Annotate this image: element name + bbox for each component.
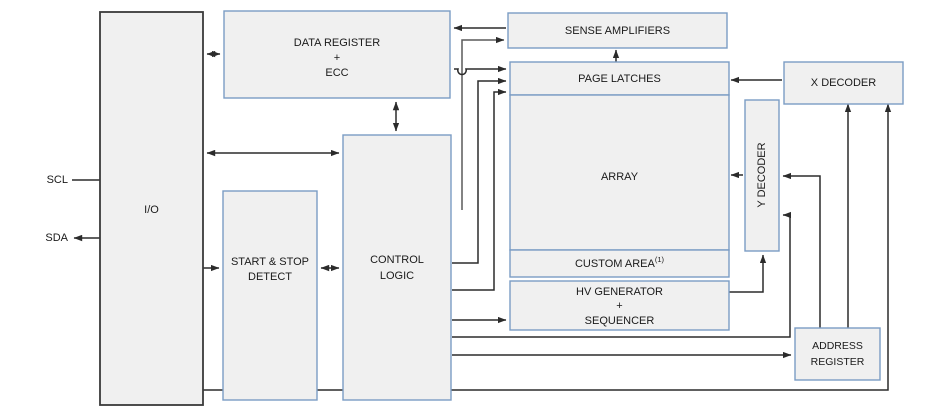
sense-amplifiers-block[interactable]: SENSE AMPLIFIERS bbox=[507, 12, 728, 49]
page-latches-block[interactable]: PAGE LATCHES bbox=[509, 61, 730, 96]
wire-control-logic-to-y-decoder bbox=[452, 211, 792, 338]
wire-control-logic-to-page-latches-b bbox=[452, 88, 507, 291]
scl-pin-label: SCL bbox=[47, 174, 68, 186]
hv-generator-label-sequencer: SEQUENCER bbox=[585, 315, 655, 327]
address-register-block[interactable]: ADDRESS REGISTER bbox=[794, 327, 881, 381]
custom-area-superscript: (1) bbox=[655, 255, 665, 264]
wire-data-register-to-page-latches bbox=[454, 65, 507, 76]
sda-pin-label: SDA bbox=[45, 232, 68, 244]
control-logic-label-line2: LOGIC bbox=[380, 270, 414, 282]
custom-area-label: CUSTOM AREA(1) bbox=[575, 255, 665, 270]
x-decoder-block[interactable]: X DECODER bbox=[783, 61, 904, 105]
wire-hv-generator-to-y-decoder bbox=[729, 254, 767, 293]
array-block[interactable]: ARRAY bbox=[509, 94, 730, 251]
wire-address-register-to-y-decoder-a bbox=[782, 172, 821, 328]
data-register-label-line1: DATA REGISTER bbox=[294, 37, 380, 49]
address-register-label-line2: REGISTER bbox=[811, 356, 865, 368]
wire-control-logic-to-sense-amp bbox=[461, 36, 505, 210]
start-stop-detect-label-line1: START & STOP bbox=[231, 256, 309, 268]
wire-control-logic-to-page-latches-a bbox=[452, 77, 507, 264]
array-label: ARRAY bbox=[601, 171, 639, 183]
custom-area-block[interactable]: CUSTOM AREA(1) bbox=[509, 249, 730, 278]
custom-area-label-text: CUSTOM AREA bbox=[575, 258, 656, 270]
start-stop-detect-label-line2: DETECT bbox=[248, 271, 292, 283]
hv-generator-label-plus: + bbox=[616, 300, 622, 312]
y-decoder-block[interactable]: Y DECODER bbox=[744, 99, 780, 252]
sense-amplifiers-label: SENSE AMPLIFIERS bbox=[565, 25, 670, 37]
hv-generator-label-line1: HV GENERATOR bbox=[576, 286, 663, 298]
data-register-block[interactable]: DATA REGISTER + ECC bbox=[223, 10, 451, 99]
hv-generator-block[interactable]: HV GENERATOR + SEQUENCER bbox=[509, 280, 730, 331]
io-block-label: I/O bbox=[144, 204, 159, 216]
page-latches-label: PAGE LATCHES bbox=[578, 73, 661, 85]
y-decoder-label: Y DECODER bbox=[756, 142, 768, 207]
start-stop-detect-block[interactable]: START & STOP DETECT bbox=[222, 190, 318, 401]
control-logic-block[interactable]: CONTROL LOGIC bbox=[342, 134, 452, 401]
address-register-label-line1: ADDRESS bbox=[812, 340, 863, 352]
io-block[interactable]: I/O bbox=[99, 11, 204, 406]
control-logic-label-line1: CONTROL bbox=[370, 254, 424, 266]
data-register-label-plus: + bbox=[334, 52, 340, 64]
x-decoder-label: X DECODER bbox=[811, 77, 876, 89]
data-register-label-ecc: ECC bbox=[325, 67, 348, 79]
